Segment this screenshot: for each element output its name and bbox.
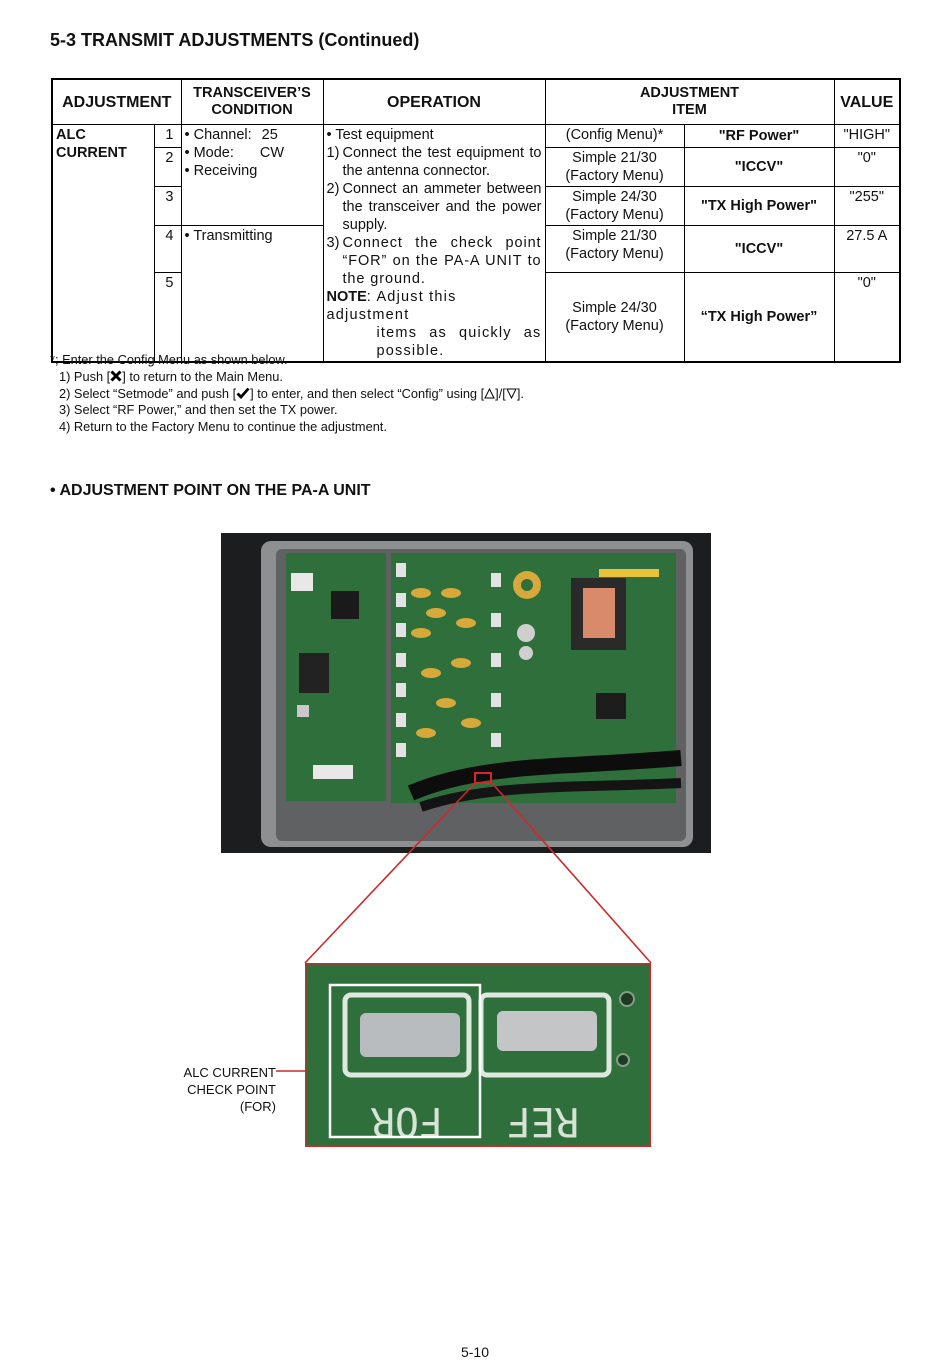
table-row: 2 Simple 21/30 (Factory Menu) "ICCV" "0" — [52, 147, 901, 187]
adjustment-table: ADJUSTMENT TRANSCEIVER’S CONDITION OPERA… — [51, 78, 901, 363]
header-condition: TRANSCEIVER’S CONDITION — [180, 78, 324, 125]
condition-receive: • Channel: 25 • Mode: CW • Receiving — [180, 124, 324, 226]
note-label: NOTE — [326, 289, 367, 305]
footnote-head: *; Enter the Config Menu as shown below. — [50, 352, 288, 367]
table-row: 5 Simple 24/30 (Factory Menu) “TX High P… — [52, 271, 901, 363]
operation-cell: • Test equipment 1)Connect the test equi… — [322, 124, 546, 363]
value-cell: 27.5 A — [833, 225, 901, 273]
header-value: VALUE — [833, 78, 901, 125]
menu-line2: (Factory Menu) — [565, 207, 664, 223]
operation-step-1: 1)Connect the test equipment to the ante… — [326, 145, 542, 179]
menu-line1: (Config Menu)* — [565, 127, 664, 143]
value-cell: "0" — [833, 147, 901, 187]
adjustment-name-l1: ALC — [56, 127, 86, 143]
ref-silkscreen-label: REF — [507, 1098, 579, 1144]
check-icon — [236, 387, 250, 399]
value-cell: "HIGH" — [833, 124, 901, 148]
table-row: 3 Simple 24/30 (Factory Menu) "TX High P… — [52, 186, 901, 226]
table-row: ALC CURRENT 1 • Channel:25 • Mode:CW • R… — [51, 124, 901, 363]
item-cell: “TX High Power” — [683, 271, 835, 363]
footnote-step-3: 3) Select “RF Power,” and then set the T… — [59, 402, 338, 418]
callout-line2: CHECK POINT — [187, 1082, 276, 1097]
page-number: 5-10 — [460, 1344, 490, 1360]
callout-line3: (FOR) — [239, 1099, 276, 1114]
channel-label: • Channel: — [184, 127, 252, 143]
item-cell: "ICCV" — [683, 225, 835, 273]
step-number: 2 — [153, 147, 182, 187]
value-cell: "255" — [833, 186, 901, 226]
note-text: : Adjust this adjustment — [326, 289, 457, 323]
header-adjustment: ADJUSTMENT — [51, 78, 182, 125]
mode-value: CW — [259, 145, 285, 161]
header-item: ADJUSTMENT ITEM — [544, 78, 835, 125]
note-continuation: items as quickly as possible. — [376, 325, 542, 359]
header-item-l1: ADJUSTMENT — [639, 85, 740, 101]
check-point-closeup: FOR REF — [305, 963, 651, 1147]
section-subheading: • ADJUSTMENT POINT ON THE PA-A UNIT — [50, 482, 371, 499]
step-number: 3 — [153, 186, 182, 226]
footnotes: *; Enter the Config Menu as shown below.… — [50, 352, 524, 436]
menu-cell: Simple 24/30 (Factory Menu) — [544, 271, 685, 363]
menu-line2: (Factory Menu) — [565, 317, 664, 334]
transmitting-label: • Transmitting — [184, 228, 273, 244]
operation-note: NOTE: Adjust this adjustment — [327, 288, 542, 324]
callout-line1: ALC CURRENT — [183, 1065, 276, 1080]
adjustment-name-l2: CURRENT — [56, 145, 127, 161]
mode-label: • Mode: — [184, 145, 234, 161]
header-condition-l2: CONDITION — [211, 102, 293, 118]
step-number: 1 — [153, 124, 182, 148]
pa-unit-photo — [221, 533, 711, 853]
step-number: 4 — [153, 225, 182, 273]
footnote-step-4: 4) Return to the Factory Menu to continu… — [59, 419, 387, 435]
condition-transmit: • Transmitting — [180, 225, 324, 363]
channel-value: 25 — [261, 127, 278, 143]
adjustment-name: ALC CURRENT — [51, 124, 155, 363]
footnote-step-1: 1) Push [] to return to the Main Menu. — [59, 368, 283, 384]
item-cell: "ICCV" — [683, 147, 835, 187]
check-point-callout: ALC CURRENT CHECK POINT (FOR) — [150, 1064, 276, 1115]
operation-equipment: • Test equipment — [326, 127, 434, 143]
item-cell: "RF Power" — [683, 124, 835, 148]
receiving-label: • Receiving — [184, 163, 258, 179]
header-item-l2: ITEM — [672, 102, 707, 118]
step-number: 5 — [153, 271, 182, 363]
header-operation: OPERATION — [322, 78, 546, 125]
operation-step-3: 3)Connect the check point “FOR” on the P… — [326, 235, 542, 287]
menu-line1: Simple 24/30 — [572, 299, 657, 316]
table-header-row: ADJUSTMENT TRANSCEIVER’S CONDITION OPERA… — [51, 78, 901, 125]
footnote-step-2: 2) Select “Setmode” and push [] to enter… — [59, 385, 524, 401]
up-triangle-icon — [484, 387, 495, 399]
header-condition-l1: TRANSCEIVER’S — [193, 85, 311, 101]
menu-cell: Simple 21/30 (Factory Menu) — [544, 147, 685, 187]
menu-line2: (Factory Menu) — [565, 168, 664, 184]
menu-cell: (Config Menu)* — [544, 124, 685, 148]
menu-line2: (Factory Menu) — [565, 246, 664, 262]
menu-line1: Simple 21/30 — [572, 150, 657, 166]
cancel-x-icon — [110, 370, 122, 382]
menu-cell: Simple 21/30 (Factory Menu) — [544, 225, 685, 273]
value-cell: "0" — [833, 271, 901, 363]
item-cell: "TX High Power" — [683, 186, 835, 226]
down-triangle-icon — [506, 388, 517, 399]
menu-line1: Simple 21/30 — [572, 228, 657, 244]
menu-cell: Simple 24/30 (Factory Menu) — [544, 186, 685, 226]
operation-step-2: 2)Connect an ammeter between the transce… — [326, 181, 542, 233]
menu-line1: Simple 24/30 — [572, 189, 657, 205]
page-heading: 5-3 TRANSMIT ADJUSTMENTS (Continued) — [50, 30, 420, 50]
